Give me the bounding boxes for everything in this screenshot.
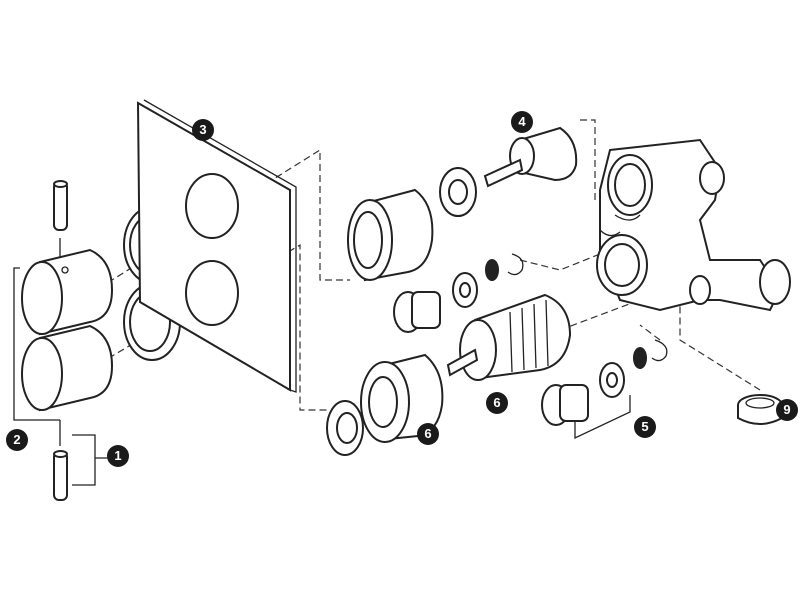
- handle-knob-bottom: [21, 324, 114, 412]
- callout-2: 2: [6, 429, 28, 451]
- sleeve-bottom: [360, 353, 444, 443]
- callout-3: 3: [192, 119, 214, 141]
- handle-knob-top: [21, 248, 114, 336]
- cover-plate: [136, 99, 297, 393]
- set-screw-bottom: [53, 420, 68, 501]
- callout-6-cartridge: 6: [486, 392, 508, 414]
- callout-6-sleeve: 6: [417, 423, 439, 445]
- callout-4: 4: [511, 111, 533, 133]
- callout-5: 5: [634, 416, 656, 438]
- sleeve-top: [347, 188, 434, 282]
- check-valve-bottom: [541, 339, 668, 426]
- callout-bracket-1: [72, 434, 110, 486]
- set-screw-top: [53, 180, 68, 262]
- callout-9: 9: [776, 399, 798, 421]
- callout-bracket-2: [13, 267, 60, 421]
- check-valve-top: [393, 253, 524, 333]
- valve-body: [596, 138, 791, 312]
- flow-cartridge: [439, 126, 578, 217]
- callout-1: 1: [107, 445, 129, 467]
- thermostatic-cartridge: [446, 293, 572, 381]
- lock-nut: [326, 400, 364, 456]
- callout-bracket-5: [574, 395, 631, 440]
